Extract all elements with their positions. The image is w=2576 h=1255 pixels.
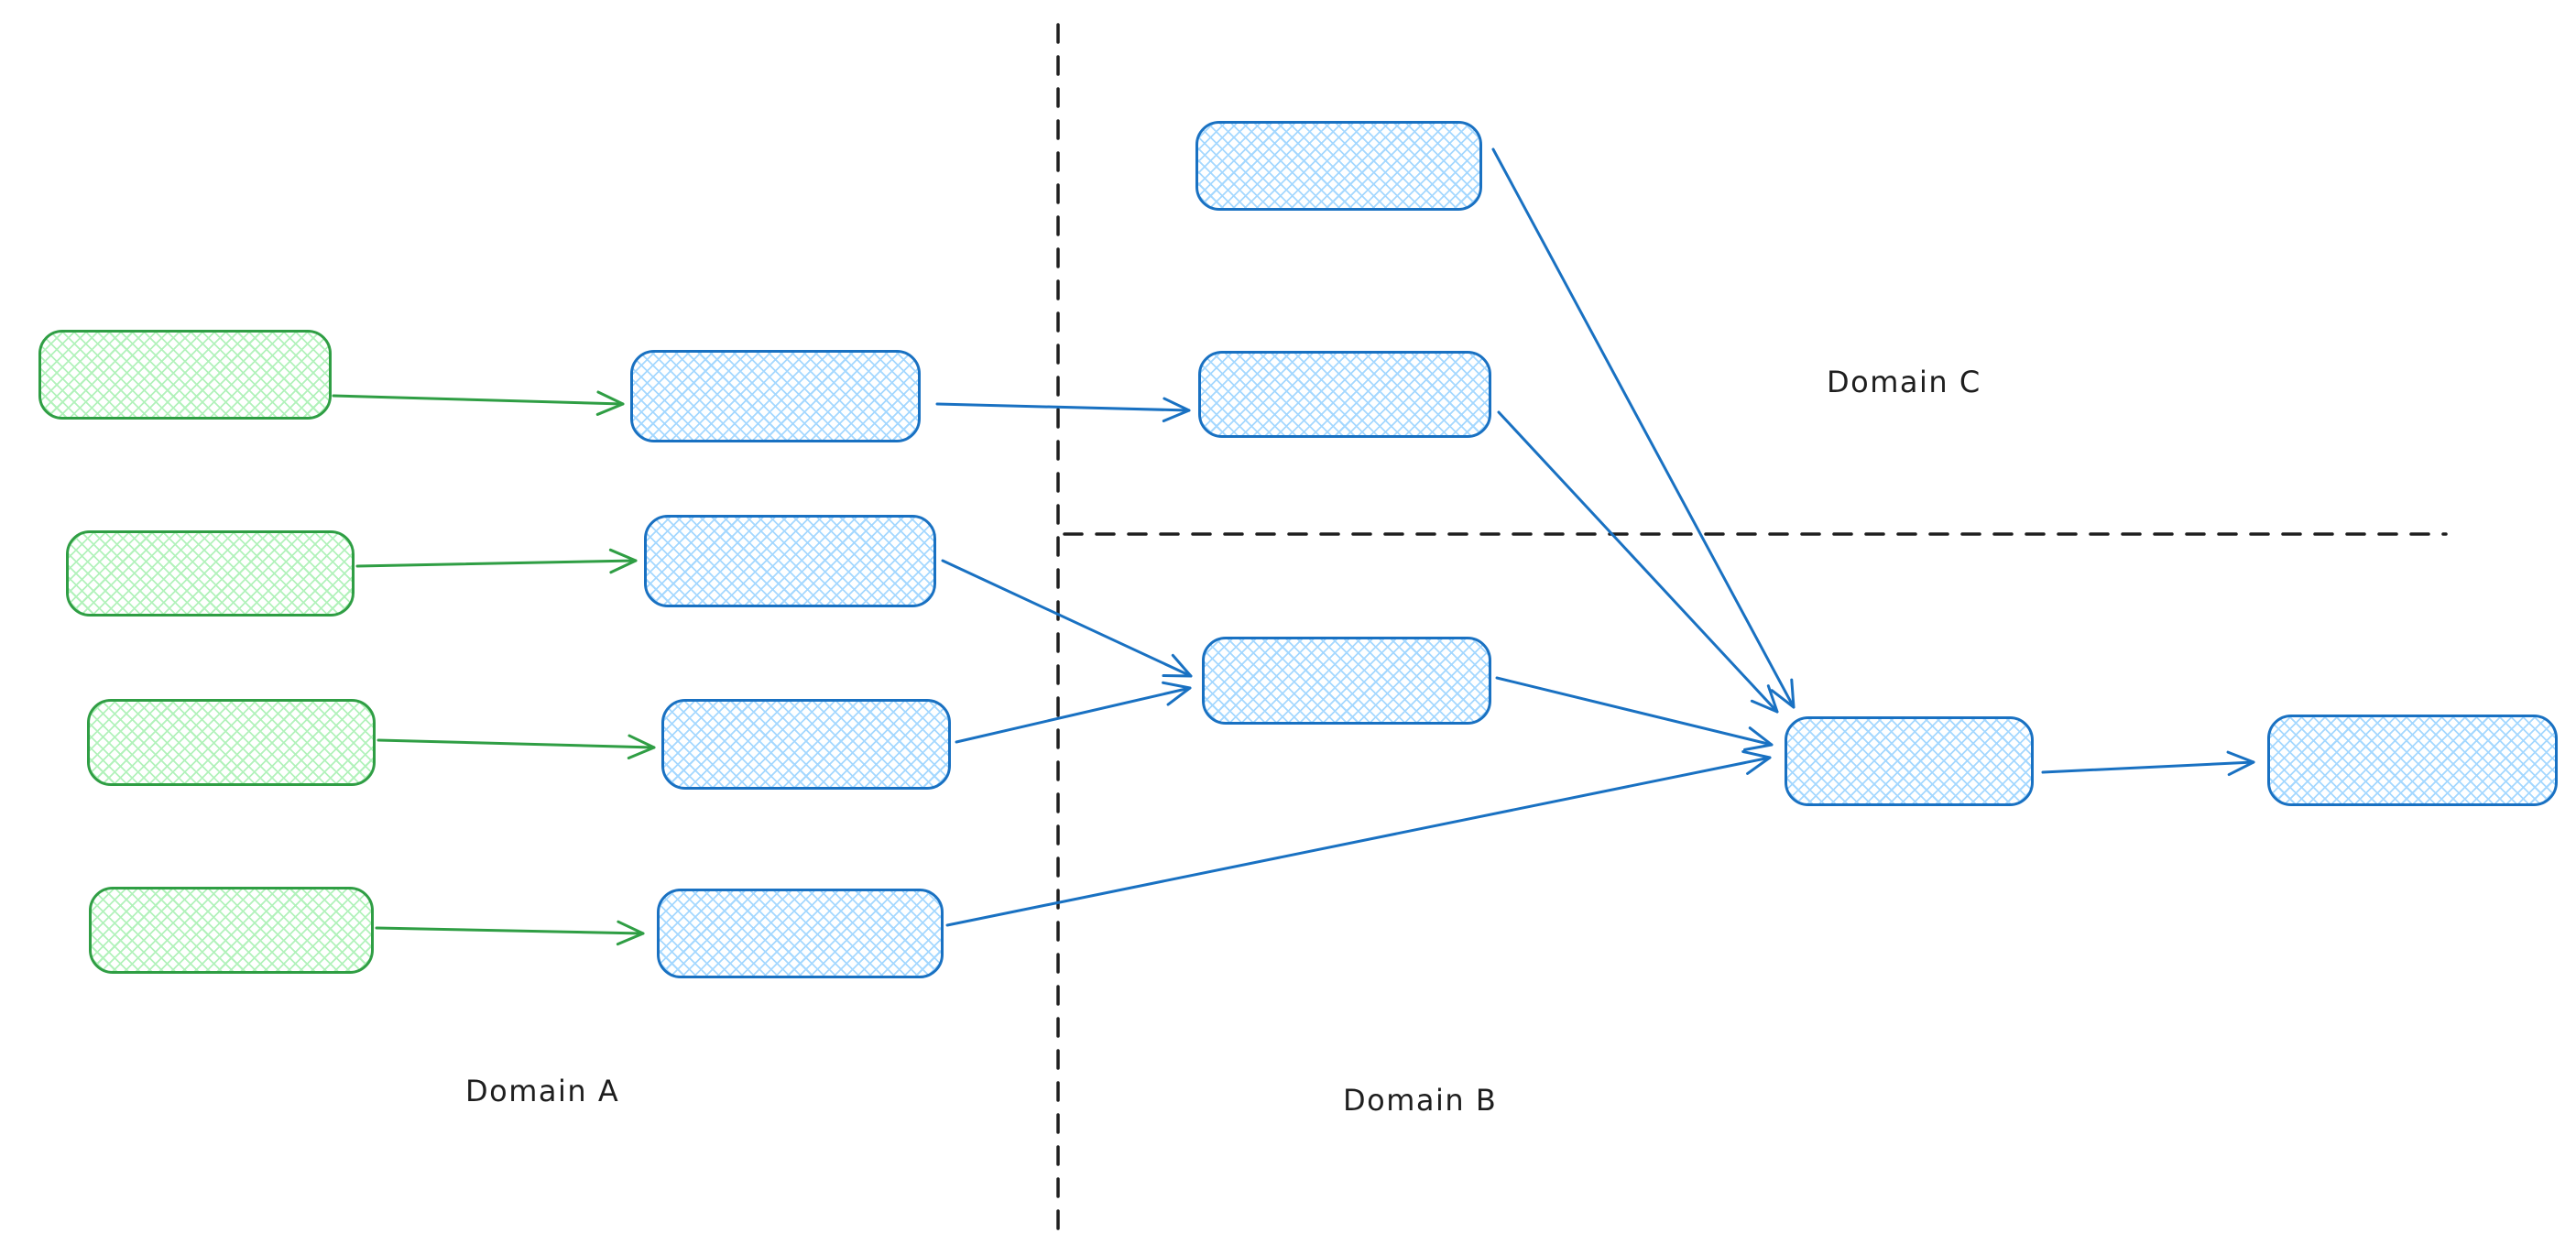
edge-stage3-to-b-middle	[955, 681, 1192, 744]
edge-b-middle-to-hub-arrowhead-icon	[1742, 726, 1774, 751]
node-domain-a-stage-4[interactable]	[657, 889, 944, 978]
node-domain-a-source-3[interactable]	[87, 699, 376, 786]
node-domain-a-source-1[interactable]	[38, 330, 332, 420]
edge-stage2-to-b-middle-arrowhead-icon	[1162, 653, 1193, 678]
node-output[interactable]	[2267, 715, 2558, 806]
edge-source1-to-stage1-arrowhead-icon	[595, 390, 625, 416]
edge-b-middle-to-hub	[1495, 676, 1774, 751]
edge-stage1-to-b-upper-arrowhead-icon	[1162, 397, 1191, 423]
edge-source4-to-stage4	[375, 920, 645, 946]
edge-stage4-to-hub	[945, 749, 1772, 927]
edge-source2-to-stage2	[355, 548, 638, 574]
domain-a-label: Domain A	[465, 1074, 620, 1108]
node-domain-a-stage-1[interactable]	[630, 350, 921, 442]
edge-stage1-to-b-upper	[935, 397, 1191, 423]
edge-hub-to-output-arrowhead-icon	[2226, 750, 2255, 777]
node-domain-c-input[interactable]	[1195, 121, 1482, 211]
edge-source1-to-stage1	[332, 390, 625, 416]
domain-c-label: Domain C	[1827, 365, 1981, 399]
domain-b-label: Domain B	[1343, 1083, 1498, 1118]
edge-b-upper-to-hub-arrowhead-icon	[1750, 684, 1779, 714]
node-domain-a-source-4[interactable]	[89, 887, 374, 974]
node-domain-a-stage-2[interactable]	[644, 515, 936, 607]
node-domain-a-stage-3[interactable]	[661, 699, 951, 790]
edge-b-upper-to-hub	[1497, 410, 1779, 714]
edge-source4-to-stage4-arrowhead-icon	[616, 920, 645, 946]
edge-source3-to-stage3-arrowhead-icon	[627, 734, 656, 760]
edge-c-input-to-hub-arrowhead-icon	[1770, 678, 1796, 709]
edge-stage4-to-hub-arrowhead-icon	[1741, 749, 1772, 775]
edge-stage2-to-b-middle	[941, 559, 1193, 678]
edge-stage3-to-b-middle-arrowhead-icon	[1162, 681, 1192, 706]
node-domain-b-hub[interactable]	[1785, 716, 2034, 806]
edge-c-input-to-hub	[1491, 147, 1796, 709]
edge-source3-to-stage3	[377, 734, 656, 760]
node-domain-a-source-2[interactable]	[66, 530, 355, 617]
edge-hub-to-output	[2041, 750, 2255, 777]
node-domain-b-middle[interactable]	[1202, 637, 1491, 725]
edge-source2-to-stage2-arrowhead-icon	[608, 548, 638, 574]
node-domain-b-upper[interactable]	[1198, 351, 1491, 438]
